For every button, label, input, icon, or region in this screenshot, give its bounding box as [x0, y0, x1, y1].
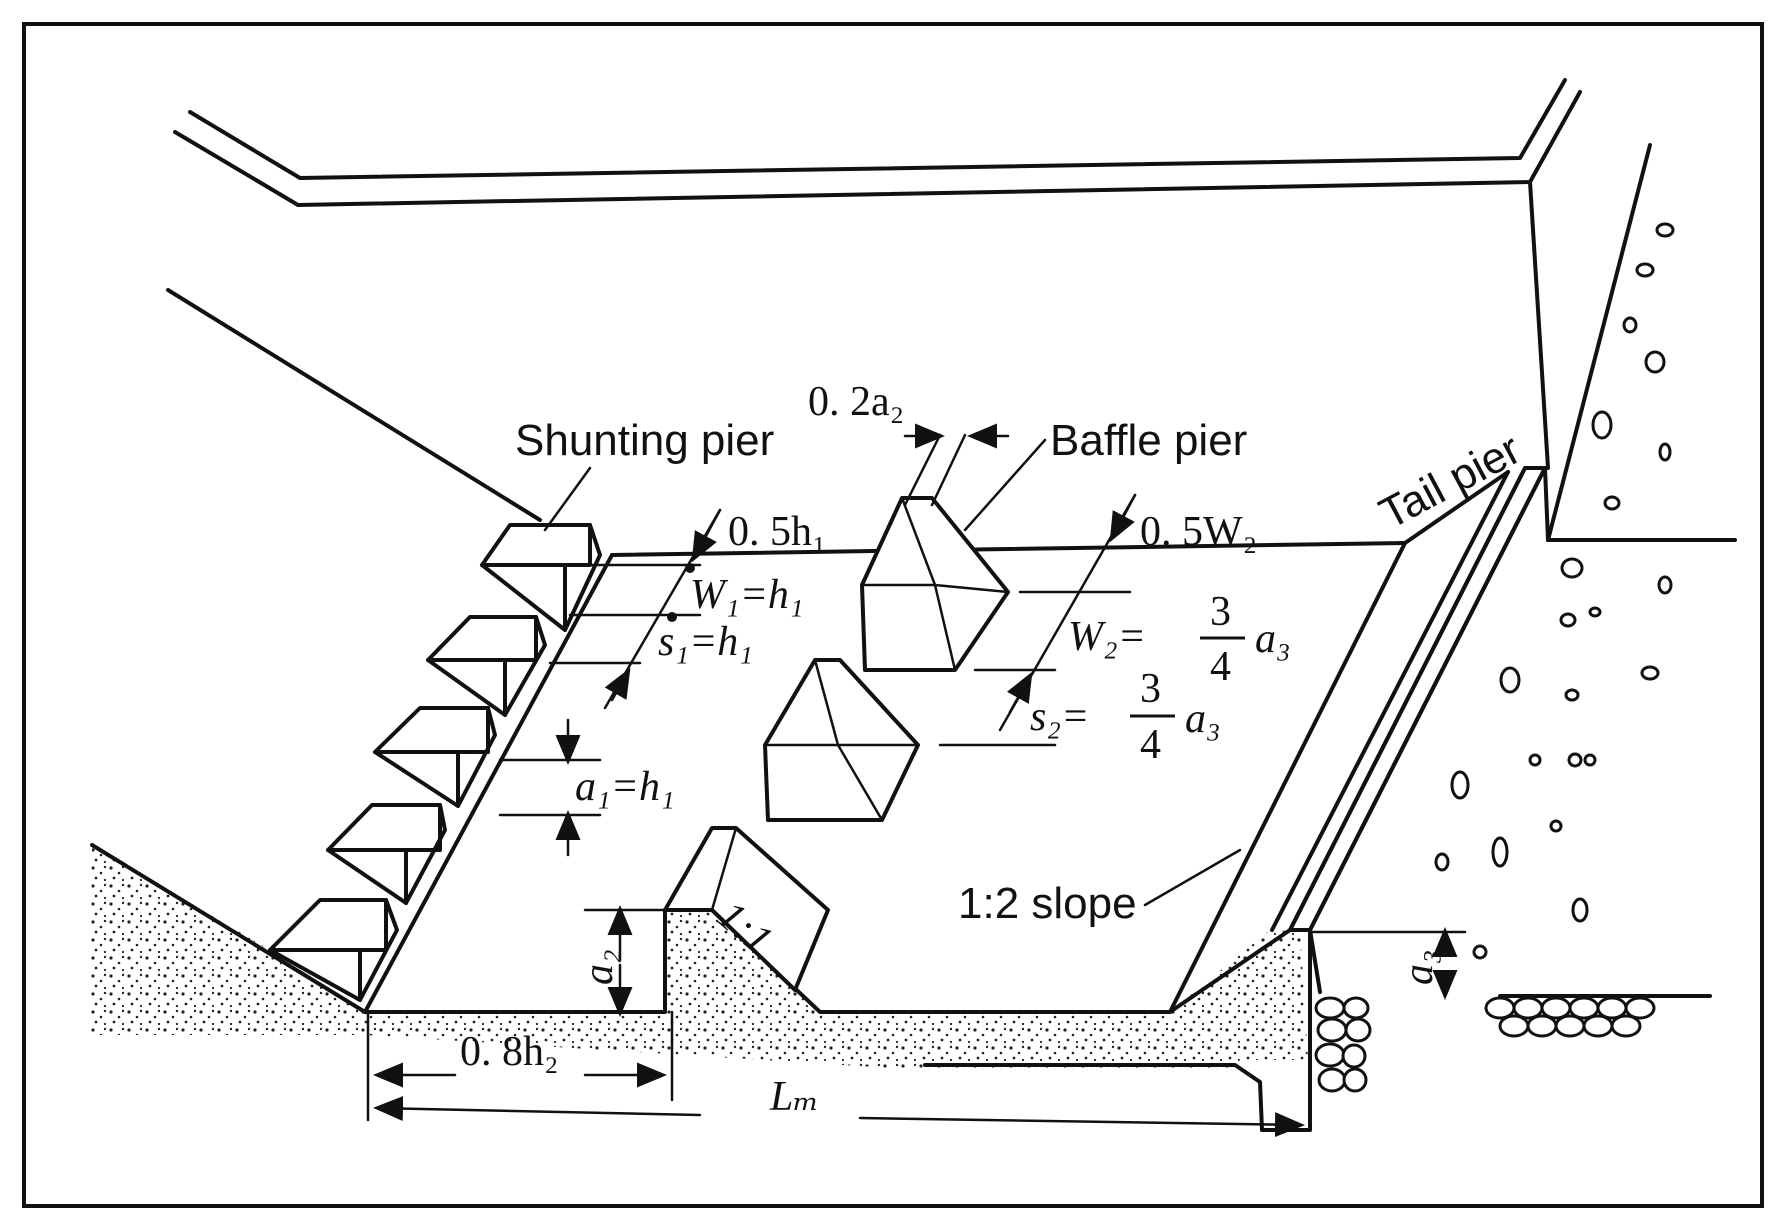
basin-edges [363, 541, 1407, 1014]
dim-w2-a3: a₃ [1255, 616, 1291, 662]
dim-w2-num: 3 [1210, 589, 1231, 635]
shunting-pier-5 [480, 523, 602, 632]
dim-lm: Lₘ [769, 1074, 819, 1120]
dim-s1: s₁=h₁ [658, 619, 753, 665]
dim-0-8h2: 0. 8h₂ [460, 1029, 559, 1075]
dim-a3: a₃ [1396, 949, 1442, 985]
dim-a2: a₂ [576, 949, 622, 985]
baffle-pier-3 [663, 826, 830, 992]
label-slope-1-2: 1:2 slope [958, 879, 1137, 928]
shunting-piers [268, 523, 602, 1002]
dim-0-5h1: 0. 5h₁ [728, 509, 827, 555]
dim-s2: s₂= [1030, 694, 1089, 740]
riprap [1314, 996, 1656, 1093]
left-bank [90, 288, 542, 1035]
dimension-lines [366, 423, 1467, 1138]
figure-border [22, 22, 1764, 1208]
basin-floor [363, 908, 1312, 1132]
label-shunting-pier: Shunting pier [515, 416, 774, 465]
shunting-pier-2 [326, 803, 447, 905]
dim-w1: W₁=h₁ [690, 572, 804, 618]
tail-pier [1270, 466, 1550, 994]
gravel-right [1434, 222, 1675, 960]
dim-a1: a₁=h₁ [575, 764, 675, 810]
shunting-pier-3 [373, 706, 497, 808]
dim-w2-den: 4 [1210, 644, 1231, 690]
dim-0-5w2: 0. 5W₂ [1140, 509, 1257, 555]
label-baffle-pier: Baffle pier [1050, 416, 1247, 465]
dim-0-2a2: 0. 2a₂ [808, 379, 904, 425]
baffle-pier-1 [860, 496, 1010, 672]
dim-s2-den: 4 [1140, 722, 1161, 768]
top-wall [173, 78, 1582, 470]
text-labels: Shunting pier Baffle pier Tail pier 1:2 … [460, 379, 1529, 1120]
dim-s2-a3: a₃ [1185, 696, 1221, 742]
shunting-pier-4 [426, 615, 547, 717]
dim-w2: W₂= [1068, 614, 1146, 660]
right-bank [1498, 143, 1737, 998]
dim-s2-num: 3 [1140, 666, 1161, 712]
baffle-piers [663, 496, 1010, 992]
shunting-pier-1 [268, 898, 399, 1002]
baffle-pier-2 [763, 658, 920, 822]
